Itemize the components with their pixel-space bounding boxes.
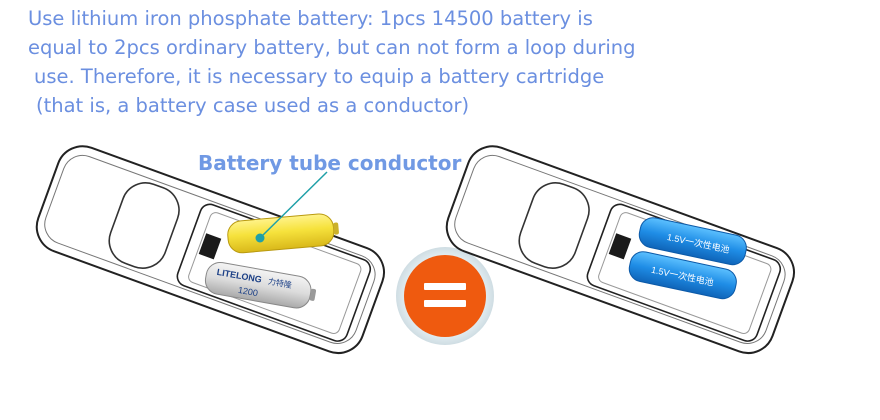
spring-contact <box>608 233 632 260</box>
equals-badge <box>396 247 494 345</box>
conductor-label: Battery tube conductor <box>198 151 462 175</box>
battery-capacity: 1200 <box>237 285 258 298</box>
pointer-dot <box>255 233 265 243</box>
spring-contact <box>198 233 222 260</box>
blue-battery-top: 1.5V一次性电池 <box>638 217 747 266</box>
caption-line-3: use. Therefore, it is necessary to equip… <box>34 65 605 88</box>
battery-brand-sub: 力特隆 <box>267 276 292 290</box>
caption-line-1: Use lithium iron phosphate battery: 1pcs… <box>28 7 593 30</box>
description-caption: Use lithium iron phosphate battery: 1pcs… <box>28 4 788 120</box>
blue-battery-bottom: 1.5V一次性电池 <box>628 251 737 300</box>
equals-bar-bottom <box>424 300 466 307</box>
caption-line-4: (that is, a battery case used as a condu… <box>36 94 470 117</box>
remote-control-right <box>445 145 795 354</box>
caption-line-2: equal to 2pcs ordinary battery, but can … <box>28 36 636 59</box>
equals-bar-top <box>424 283 466 290</box>
pointer-line <box>261 171 328 237</box>
silver-aa-battery: LITELONG 力特隆 1200 <box>204 261 317 309</box>
yellow-conductor-battery <box>227 213 339 254</box>
